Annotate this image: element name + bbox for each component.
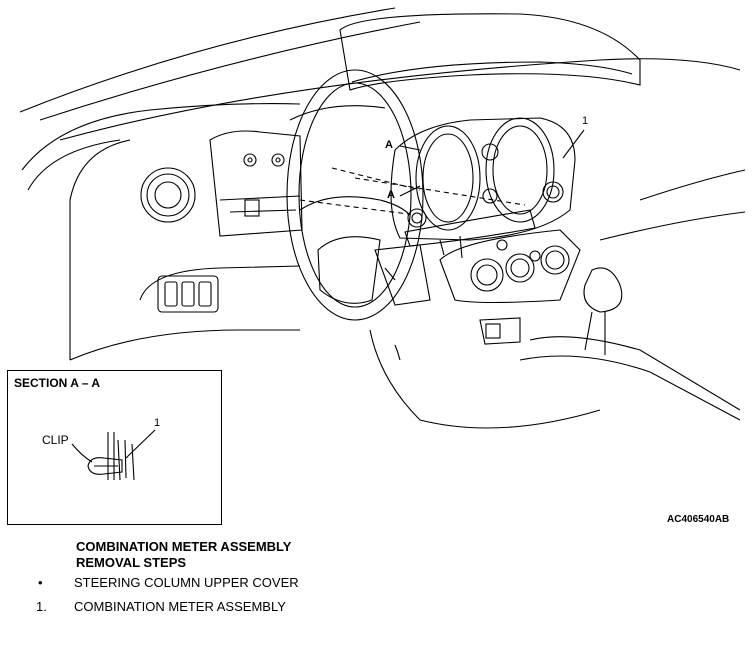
center-console — [439, 229, 581, 304]
callout-a-top: A — [385, 139, 393, 151]
left-air-vent — [140, 167, 196, 223]
dash-top-line-2 — [39, 21, 421, 121]
step-text: STEERING COLUMN UPPER COVER — [74, 575, 299, 590]
clip-leader — [71, 443, 93, 463]
combination-meter — [390, 117, 576, 241]
switch-panel — [157, 275, 219, 313]
gear-lever — [583, 267, 623, 313]
clip-label: CLIP — [42, 433, 69, 447]
leader-arrow-a2 — [399, 185, 421, 197]
section-title: SECTION A – A — [14, 376, 101, 390]
dash-top-line-3 — [59, 58, 741, 141]
steps-heading-line2: REMOVAL STEPS — [76, 555, 187, 570]
section-callout-1: 1 — [154, 417, 161, 429]
dashboard-illustration — [19, 7, 746, 481]
step-marker: 1. — [36, 599, 47, 614]
figure-code: AC406540AB — [667, 514, 730, 525]
callout-a-bottom: A — [387, 189, 395, 201]
steering-column — [374, 244, 431, 306]
leader-1 — [562, 129, 585, 159]
step-marker: • — [38, 575, 43, 590]
center-bracket — [209, 130, 303, 237]
section-detail-drawing — [71, 429, 156, 481]
callout-1: 1 — [582, 115, 589, 127]
speedometer — [485, 117, 555, 223]
dash-left-body — [21, 103, 301, 171]
step-text: COMBINATION METER ASSEMBLY — [74, 599, 286, 614]
dash-hood — [339, 13, 641, 91]
tachometer — [415, 125, 481, 231]
steps-heading-line1: COMBINATION METER ASSEMBLY — [76, 539, 292, 554]
alignment-dashes — [299, 167, 526, 215]
leader-arrow-a1 — [399, 145, 421, 151]
dash-top-line — [19, 7, 396, 113]
section-callout-leader — [125, 429, 156, 459]
section-a-a-box: SECTION A – A CLIP 1 — [7, 370, 222, 525]
steering-wheel — [286, 69, 424, 321]
